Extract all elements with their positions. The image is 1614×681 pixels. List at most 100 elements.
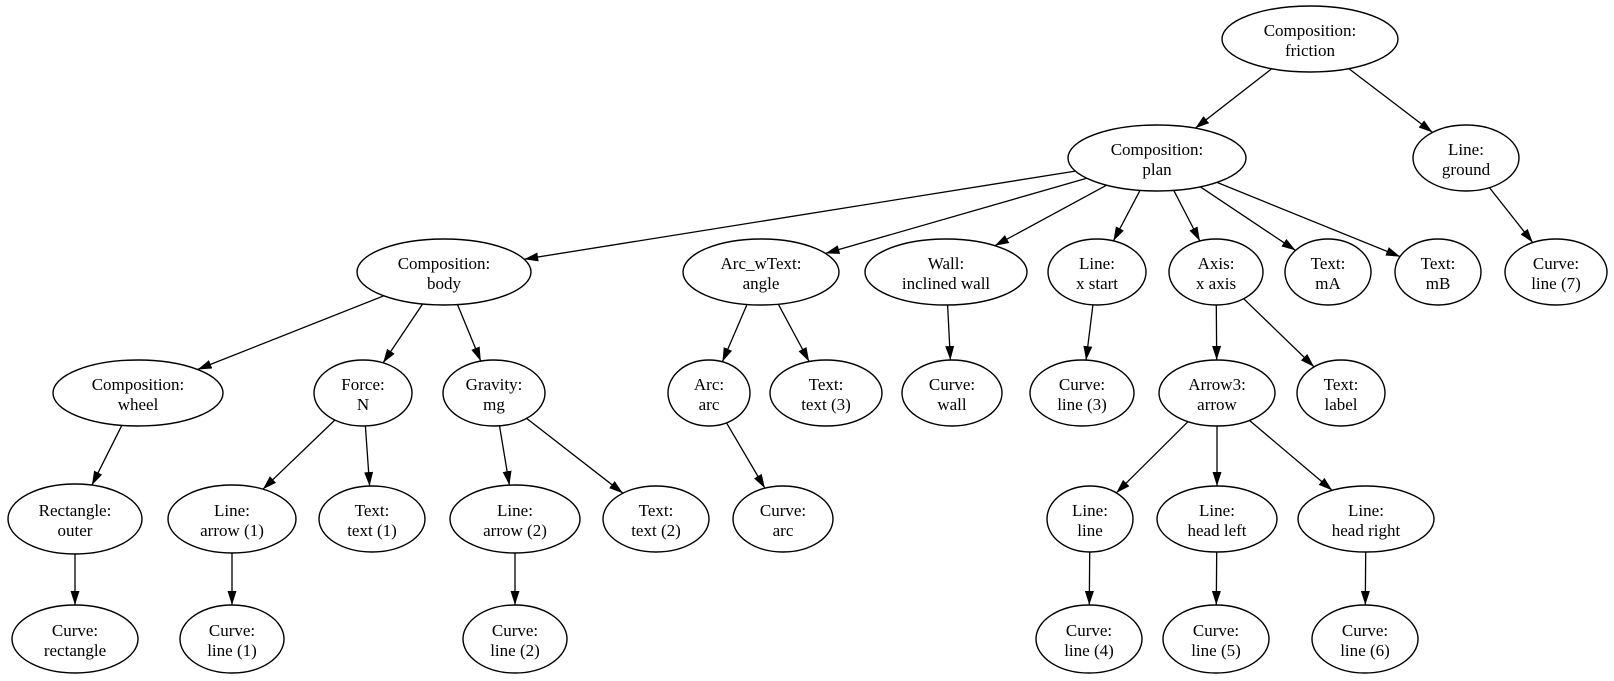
- node-ground-label-line2: ground: [1442, 160, 1491, 179]
- node-line-4-label-line1: Curve:: [1066, 621, 1112, 640]
- node-friction-ellipse: [1221, 5, 1399, 73]
- node-head-left-ellipse: [1156, 485, 1278, 553]
- node-text-3-label-line2: text (3): [801, 395, 851, 414]
- edge-inclined-wall-curve-wall: [945, 304, 955, 361]
- node-line-2: Curve:line (2): [462, 604, 568, 674]
- node-line-1-label-line2: line (1): [207, 641, 257, 660]
- node-text-ma-label-line2: mA: [1315, 274, 1341, 293]
- node-x-start-ellipse: [1047, 238, 1147, 306]
- node-head-right-ellipse: [1297, 485, 1435, 553]
- node-angle: Arc_wText:angle: [682, 238, 840, 306]
- node-arrow-1-ellipse: [167, 484, 297, 554]
- node-line-7-label-line1: Curve:: [1533, 254, 1579, 273]
- edge-friction-plan: [1194, 68, 1273, 129]
- node-outer-label-line2: outer: [58, 521, 93, 540]
- edge-force-n-arrow-1: [262, 419, 336, 490]
- node-line-7-ellipse: [1504, 238, 1608, 306]
- node-gravity-mg: Gravity:mg: [442, 359, 546, 427]
- node-arrow3-label-line2: arrow: [1197, 395, 1237, 414]
- node-label-label-line2: label: [1324, 395, 1357, 414]
- node-line-2-ellipse: [462, 604, 568, 674]
- node-arrow-1: Line:arrow (1): [167, 484, 297, 554]
- node-line-ellipse: [1046, 485, 1134, 553]
- node-text-ma-ellipse: [1284, 238, 1372, 306]
- node-text-2: Text:text (2): [602, 485, 710, 553]
- node-ground-ellipse: [1412, 124, 1520, 192]
- node-force-n-ellipse: [313, 359, 413, 427]
- node-body-ellipse: [356, 238, 532, 306]
- node-head-right: Line:head right: [1297, 485, 1435, 553]
- node-gravity-mg-label-line1: Gravity:: [466, 375, 523, 394]
- node-line: Line:line: [1046, 485, 1134, 553]
- node-outer-label-line1: Rectangle:: [39, 501, 112, 520]
- edge-body-gravity-mg: [456, 304, 482, 362]
- node-curve-wall: Curve:wall: [901, 359, 1003, 427]
- edge-wheel-outer: [91, 425, 123, 486]
- node-outer: Rectangle:outer: [7, 483, 143, 555]
- node-curve-rectangle: Curve:rectangle: [11, 604, 139, 674]
- node-label: Text:label: [1296, 359, 1386, 427]
- node-line-6: Curve:line (6): [1311, 604, 1419, 674]
- edge-arrow3-line: [1115, 421, 1189, 494]
- node-head-left-label-line1: Line:: [1199, 501, 1235, 520]
- node-angle-ellipse: [682, 238, 840, 306]
- node-text-3-label-line1: Text:: [809, 375, 844, 394]
- node-text-2-label-line1: Text:: [639, 501, 674, 520]
- node-line-6-label-line2: line (6): [1340, 641, 1390, 660]
- node-arc-label-line1: Arc:: [694, 375, 724, 394]
- node-text-mb-label-line1: Text:: [1421, 254, 1456, 273]
- edge-plan-text-ma: [1199, 186, 1296, 251]
- node-line-6-ellipse: [1311, 604, 1419, 674]
- edge-angle-text-3: [777, 303, 810, 362]
- node-plan-label-line1: Composition:: [1111, 140, 1204, 159]
- node-body: Composition:body: [356, 238, 532, 306]
- node-force-n-label-line2: N: [357, 395, 369, 414]
- node-x-axis-label-line1: Axis:: [1198, 254, 1235, 273]
- node-plan-label-line2: plan: [1142, 160, 1172, 179]
- node-text-ma: Text:mA: [1284, 238, 1372, 306]
- node-friction-label-line1: Composition:: [1264, 21, 1357, 40]
- node-line-4-label-line2: line (4): [1064, 641, 1114, 660]
- node-line-3-ellipse: [1029, 359, 1135, 427]
- node-label-ellipse: [1296, 359, 1386, 427]
- node-wheel: Composition:wheel: [52, 359, 224, 427]
- edge-gravity-mg-text-2: [526, 417, 624, 494]
- node-line-label-line1: Line:: [1072, 501, 1108, 520]
- node-line-5-label-line1: Curve:: [1193, 621, 1239, 640]
- node-line-3-label-line1: Curve:: [1059, 375, 1105, 394]
- node-line-5: Curve:line (5): [1162, 604, 1270, 674]
- edge-plan-x-start: [1112, 190, 1141, 242]
- node-text-mb-ellipse: [1394, 238, 1482, 306]
- node-arc-ellipse: [667, 359, 751, 427]
- node-line-5-label-line2: line (5): [1191, 641, 1241, 660]
- node-arrow-2-label-line2: arrow (2): [483, 521, 547, 540]
- edge-plan-x-axis: [1173, 190, 1201, 242]
- edge-body-wheel: [197, 295, 385, 371]
- edge-plan-body: [524, 170, 1076, 262]
- node-line-3-label-line2: line (3): [1057, 395, 1107, 414]
- edge-x-start-line-3: [1083, 304, 1094, 361]
- node-x-axis: Axis:x axis: [1168, 238, 1264, 306]
- node-arrow-2: Line:arrow (2): [449, 484, 581, 554]
- node-line-1-ellipse: [179, 604, 285, 674]
- node-plan: Composition:plan: [1067, 124, 1247, 192]
- node-x-axis-ellipse: [1168, 238, 1264, 306]
- node-line-2-label-line2: line (2): [490, 641, 540, 660]
- node-line-7: Curve:line (7): [1504, 238, 1608, 306]
- node-inclined-wall-ellipse: [864, 238, 1028, 306]
- node-inclined-wall: Wall:inclined wall: [864, 238, 1028, 306]
- node-arrow3-ellipse: [1158, 359, 1276, 427]
- node-x-start: Line:x start: [1047, 238, 1147, 306]
- node-text-ma-label-line1: Text:: [1311, 254, 1346, 273]
- node-ground: Line:ground: [1412, 124, 1520, 192]
- edge-plan-angle: [825, 177, 1087, 255]
- node-curve-arc: Curve:arc: [732, 485, 834, 553]
- node-arrow-2-ellipse: [449, 484, 581, 554]
- node-line-1: Curve:line (1): [179, 604, 285, 674]
- node-arc-label-line2: arc: [699, 395, 720, 414]
- node-angle-label-line2: angle: [743, 274, 780, 293]
- node-angle-label-line1: Arc_wText:: [721, 254, 802, 273]
- node-line-4: Curve:line (4): [1035, 604, 1143, 674]
- edge-body-force-n: [382, 303, 424, 364]
